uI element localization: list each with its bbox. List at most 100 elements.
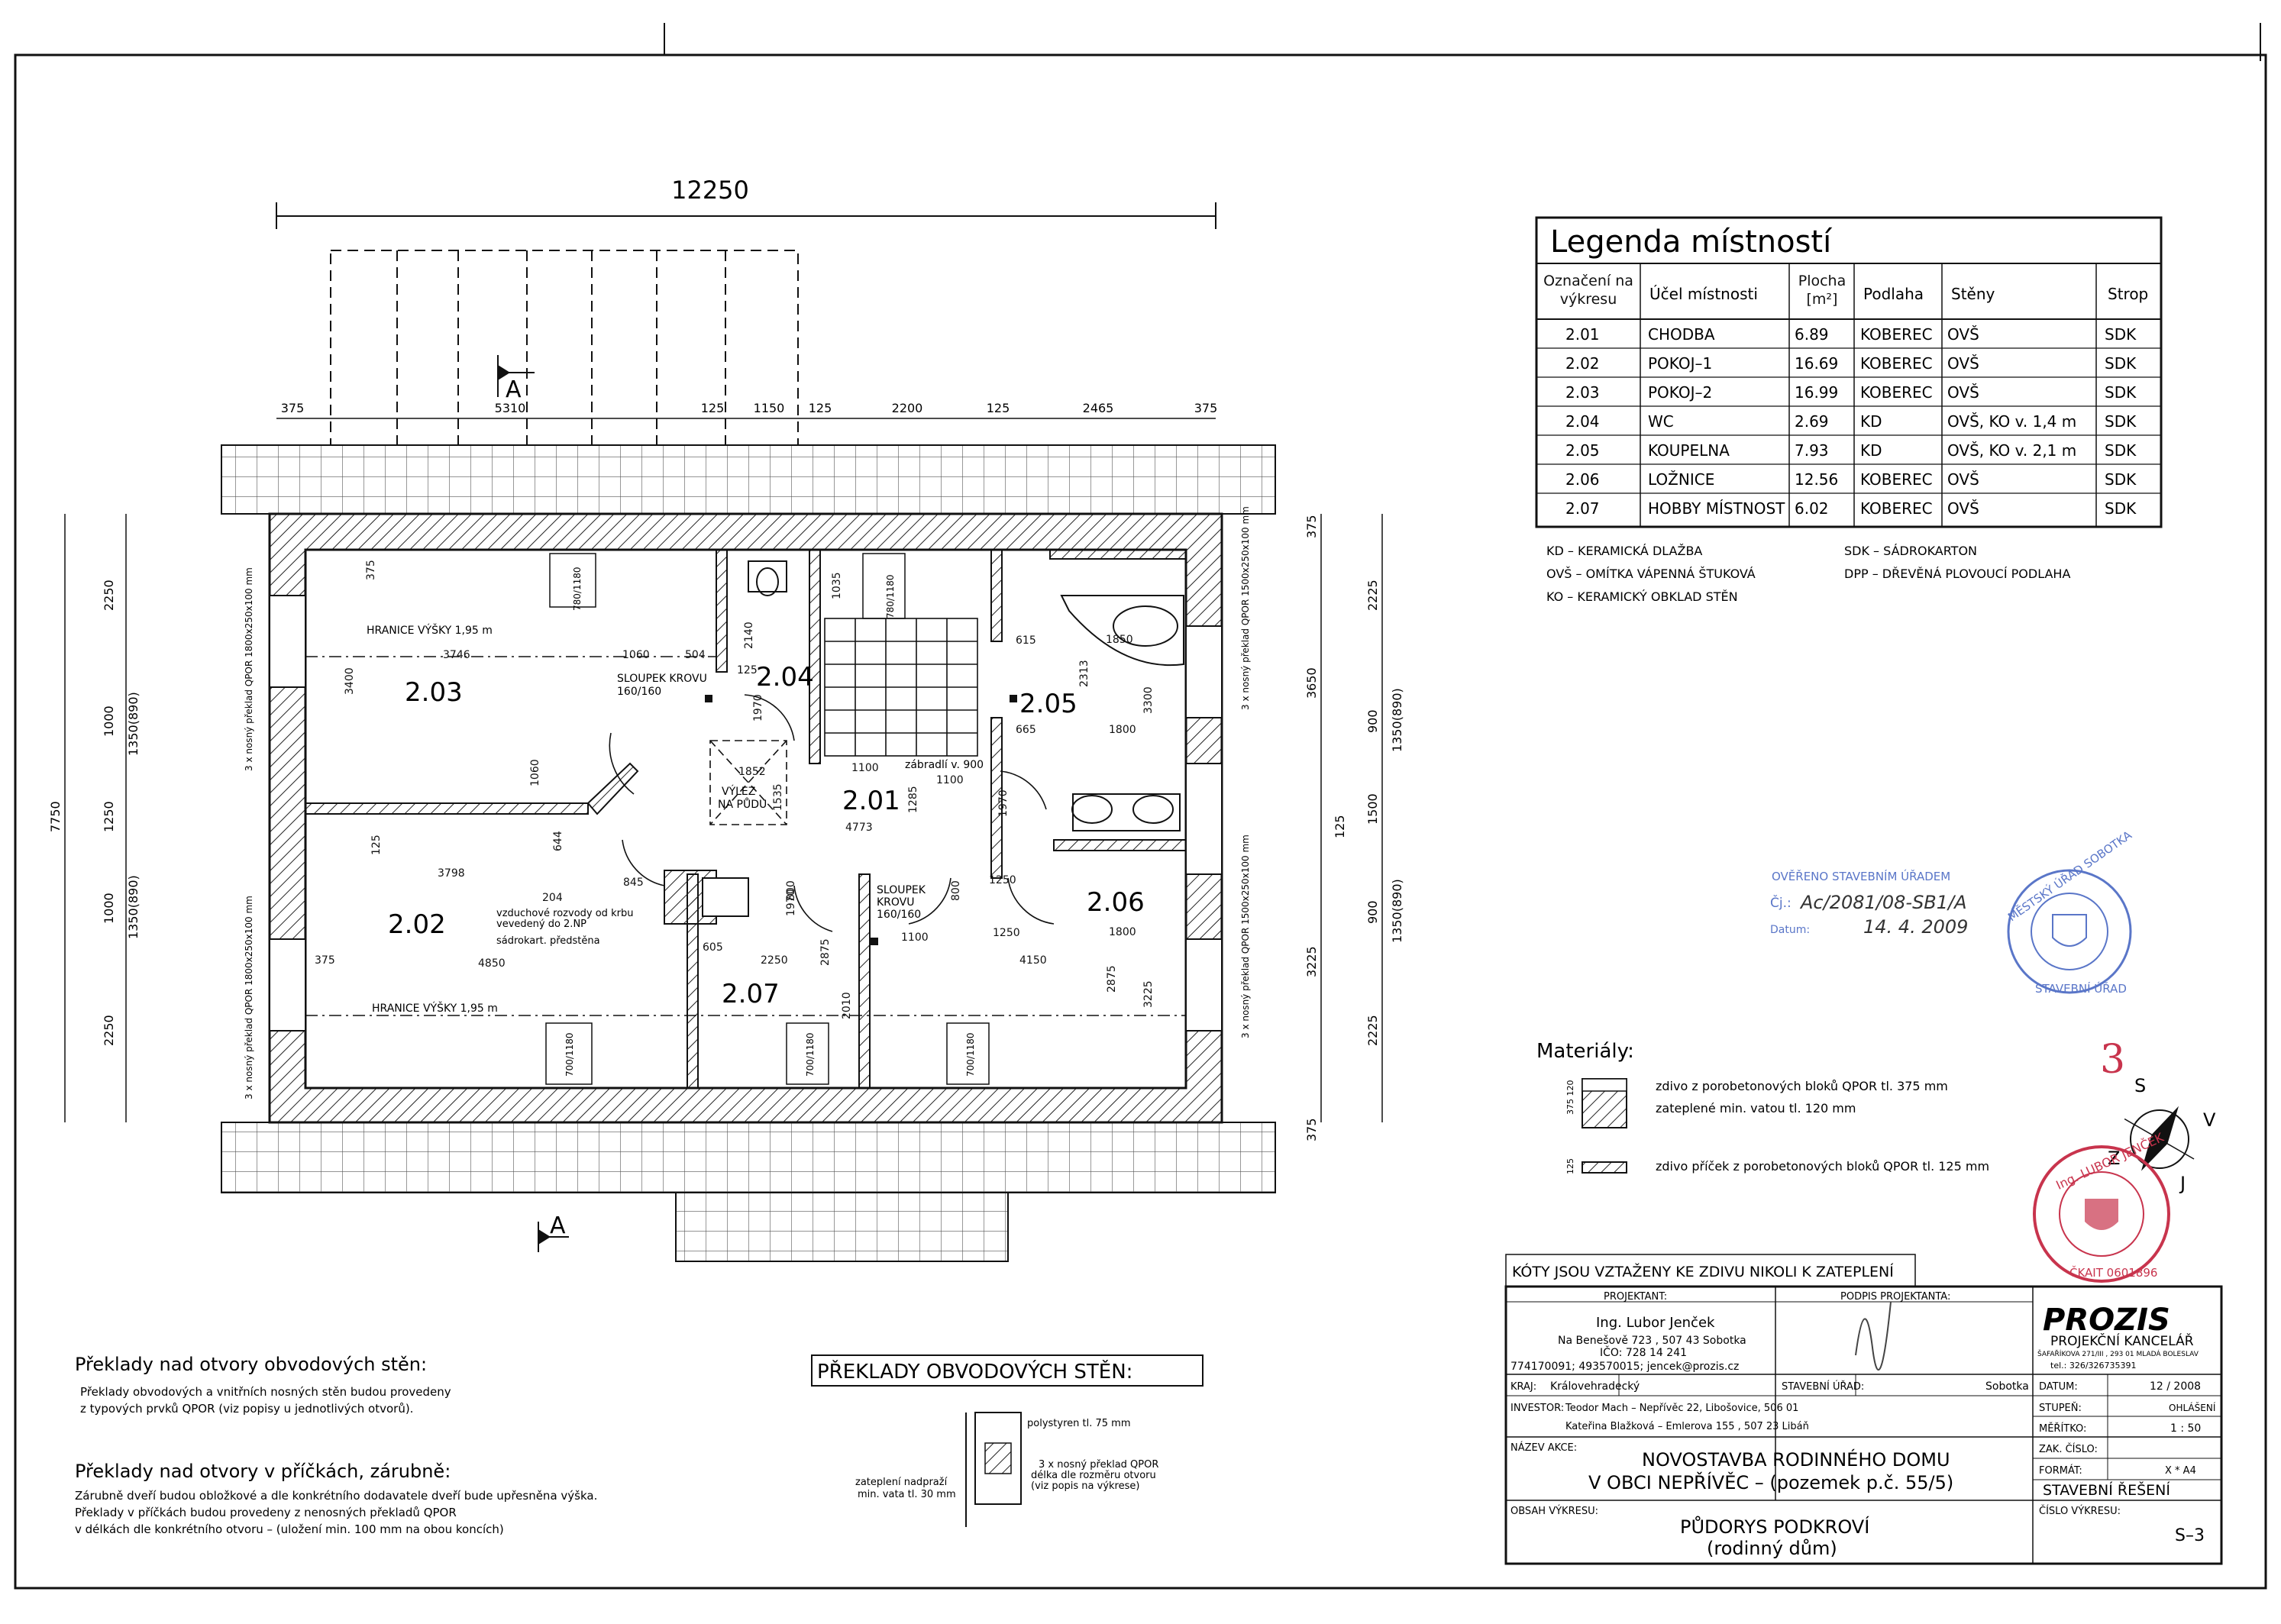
svg-text:1970: 1970: [785, 889, 797, 916]
svg-text:ZAK. ČÍSLO:: ZAK. ČÍSLO:: [2039, 1443, 2098, 1455]
svg-text:2313: 2313: [1078, 660, 1090, 687]
svg-text:125: 125: [737, 664, 758, 676]
svg-text:v délkách dle konkrétního otvo: v délkách dle konkrétního otvoru – (ulož…: [75, 1522, 504, 1536]
legend-cell: 2.03: [1565, 383, 1600, 402]
legend-cell: 16.69: [1795, 354, 1838, 373]
legend-cell: 2.06: [1565, 470, 1600, 489]
svg-text:3746: 3746: [443, 649, 470, 661]
dormer-outline: [330, 250, 799, 446]
svg-text:SDK – SÁDROKARTON: SDK – SÁDROKARTON: [1844, 544, 1977, 558]
svg-text:665: 665: [1016, 724, 1036, 736]
svg-text:2875: 2875: [1106, 965, 1118, 993]
svg-text:STAVEBNÍ ŘEŠENÍ: STAVEBNÍ ŘEŠENÍ: [2043, 1480, 2170, 1499]
svg-text:tel.: 326/326735391: tel.: 326/326735391: [2050, 1361, 2137, 1371]
dim-text: 2465: [1083, 401, 1114, 415]
svg-text:(rodinný dům): (rodinný dům): [1707, 1538, 1837, 1559]
svg-text:1250: 1250: [989, 874, 1016, 886]
svg-text:1250: 1250: [102, 801, 116, 832]
svg-text:Zárubně dveří budou obložkové: Zárubně dveří budou obložkové a dle konk…: [75, 1489, 597, 1503]
legend-cell: OVŠ: [1947, 325, 1979, 344]
koty-note: KÓTY JSOU VZTAŽENY KE ZDIVU NIKOLI K ZAT…: [1512, 1262, 1894, 1280]
svg-text:PŮDORYS PODKROVÍ: PŮDORYS PODKROVÍ: [1680, 1515, 1869, 1538]
dim-text: 125: [701, 401, 725, 415]
svg-text:Ac/2081/08-SB1/A: Ac/2081/08-SB1/A: [1799, 892, 1967, 913]
legend-header: Účel místnosti: [1649, 285, 1758, 303]
svg-text:Na Benešově 723 , 507 43 Sobot: Na Benešově 723 , 507 43 Sobotka: [1558, 1335, 1746, 1347]
svg-text:Překlady v příčkách budou prov: Překlady v příčkách budou provedeny z ne…: [75, 1506, 457, 1519]
svg-text:1285: 1285: [907, 786, 919, 813]
legend-abbreviations: KD – KERAMICKÁ DLAŽBA OVŠ – OMÍTKA VÁPEN…: [1546, 544, 2070, 604]
svg-text:vzduchové rozvody od krbu: vzduchové rozvody od krbu: [496, 908, 633, 919]
svg-text:PROJEKČNÍ KANCELÁŘ: PROJEKČNÍ KANCELÁŘ: [2050, 1332, 2194, 1349]
svg-text:1100: 1100: [936, 774, 964, 786]
svg-text:VÝLEZ: VÝLEZ: [722, 785, 755, 798]
svg-text:1100: 1100: [851, 762, 879, 774]
legend-cell: 6.02: [1795, 499, 1829, 518]
legend-cell: OVŠ: [1947, 499, 1979, 518]
svg-text:Ing. Lubor Jenček: Ing. Lubor Jenček: [1596, 1315, 1715, 1331]
svg-text:644: 644: [552, 831, 564, 851]
room-code-2.07: 2.07: [722, 979, 780, 1009]
svg-text:700/1180: 700/1180: [805, 1033, 816, 1077]
svg-text:4773: 4773: [845, 822, 873, 834]
room-code-2.03: 2.03: [405, 677, 463, 708]
svg-text:PROJEKTANT:: PROJEKTANT:: [1604, 1291, 1667, 1303]
left-dimension-chain: 7750 2250 1000 1350(890) 1250 1000 1350(…: [48, 514, 141, 1122]
svg-text:Kateřina Blažková – Emlerova 1: Kateřina Blažková – Emlerova 155 , 507 2…: [1565, 1421, 1809, 1432]
svg-text:774170091; 493570015; jencek@p: 774170091; 493570015; jencek@prozis.cz: [1510, 1361, 1739, 1373]
legend-cell: KOBEREC: [1860, 470, 1933, 489]
svg-text:1500: 1500: [1365, 793, 1380, 825]
legend-header: Plocha [m²]: [1798, 273, 1846, 308]
roof-bottom: [221, 1122, 1276, 1193]
svg-text:1100: 1100: [901, 931, 929, 944]
legend-cell: KOUPELNA: [1648, 441, 1730, 460]
svg-text:HRANICE VÝŠKY 1,95 m: HRANICE VÝŠKY 1,95 m: [372, 1001, 498, 1015]
notes: Překlady nad otvory obvodových stěn: Pře…: [75, 1354, 597, 1536]
legend-cell: OVŠ: [1947, 470, 1979, 489]
legend-cell: SDK: [2105, 354, 2137, 373]
legend-cell: SDK: [2105, 325, 2137, 344]
legend-cell: WC: [1648, 412, 1674, 431]
legend-cell: KOBEREC: [1860, 499, 1933, 518]
doors: [609, 694, 1055, 932]
svg-text:1535: 1535: [772, 783, 784, 811]
svg-text:OVŠ – OMÍTKA VÁPENNÁ ŠTUKOVÁ: OVŠ – OMÍTKA VÁPENNÁ ŠTUKOVÁ: [1546, 567, 1756, 581]
svg-text:DATUM:: DATUM:: [2039, 1381, 2078, 1393]
svg-text:504: 504: [685, 649, 706, 661]
svg-text:NOVOSTAVBA RODINNÉHO DOMU: NOVOSTAVBA RODINNÉHO DOMU: [1642, 1448, 1950, 1471]
dim-text: 5310: [495, 401, 526, 415]
svg-text:STUPEŇ:: STUPEŇ:: [2039, 1402, 2082, 1414]
svg-text:204: 204: [542, 892, 563, 904]
svg-text:900: 900: [1365, 709, 1380, 733]
svg-text:ŠAFAŘÍKOVA 271/III , 293 01 ML: ŠAFAŘÍKOVA 271/III , 293 01 MLADÁ BOLESL…: [2037, 1349, 2199, 1358]
svg-text:HRANICE VÝŠKY 1,95 m: HRANICE VÝŠKY 1,95 m: [367, 623, 493, 637]
svg-text:375: 375: [1304, 1118, 1319, 1141]
approval-stamp-blue: OVĚŘENO STAVEBNÍM ÚŘADEM Čj.: Ac/2081/08…: [1770, 827, 2134, 996]
svg-text:OBSAH VÝKRESU:: OBSAH VÝKRESU:: [1510, 1505, 1598, 1517]
legend-cell: KD: [1860, 441, 1882, 460]
svg-text:3 x nosný překlad QPOR 1800x25: 3 x nosný překlad QPOR 1800x250x100 mm: [244, 567, 254, 771]
legend-cell: CHODBA: [1648, 325, 1715, 344]
svg-text:125: 125: [1333, 815, 1347, 838]
legend-cell: SDK: [2105, 499, 2137, 518]
svg-text:SLOUPEK: SLOUPEK: [877, 884, 926, 896]
legend-cell: 12.56: [1795, 470, 1838, 489]
svg-text:KROVU: KROVU: [877, 896, 915, 909]
svg-text:zdivo z porobetonových bloků Q: zdivo z porobetonových bloků QPOR tl. 37…: [1656, 1079, 1948, 1093]
svg-text:125: 125: [370, 835, 383, 855]
svg-text:STAVEBNÍ ÚŘAD:: STAVEBNÍ ÚŘAD:: [1782, 1380, 1864, 1393]
legend-cell: KOBEREC: [1860, 325, 1933, 344]
svg-text:375: 375: [315, 954, 335, 967]
svg-text:3225: 3225: [1304, 946, 1319, 977]
svg-text:A: A: [506, 376, 522, 403]
svg-text:zateplené min. vatou tl. 120: zateplené min. vatou tl. 120 mm: [1656, 1101, 1856, 1115]
svg-text:sádrokart. předstěna: sádrokart. předstěna: [496, 935, 600, 947]
svg-text:INVESTOR:: INVESTOR:: [1510, 1403, 1564, 1414]
svg-text:4150: 4150: [1019, 954, 1047, 967]
room-code-2.06: 2.06: [1087, 887, 1145, 918]
svg-text:160/160: 160/160: [877, 909, 921, 921]
svg-text:1800: 1800: [1109, 724, 1136, 736]
svg-text:375: 375: [365, 560, 377, 580]
dim-text: 2200: [892, 401, 923, 415]
legend-cell: 2.07: [1565, 499, 1600, 518]
